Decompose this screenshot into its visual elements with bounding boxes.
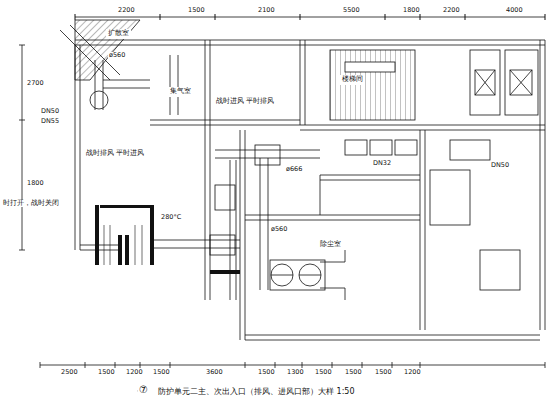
room-name: 集气室 [170,88,191,96]
dimension: 1200 [125,369,144,376]
room-label: 集气室 [168,87,193,97]
dimension: 1800 [402,7,421,14]
room-name: 除尘室 [320,241,341,249]
pipe-size: DN50 [40,108,60,115]
dimension: 1500 [374,369,393,376]
dimension: 1500 [187,7,206,14]
note: 时打开，战时关闭 [2,200,60,207]
room-label: 除尘室 [318,240,343,250]
dimension: 2200 [117,7,136,14]
dimension: 1200 [403,369,422,376]
dimension: 1300 [286,369,305,376]
pipe-size: DN50 [490,162,510,169]
dimension: 1800 [26,180,45,187]
pipe-size: DN32 [372,160,392,167]
dimension: 1500 [152,369,171,376]
drawing-caption: 防护单元二主、次出入口（排风、进风口部）大样 1:50 [156,386,357,397]
dimension: 2200 [442,7,461,14]
damper-temp: 280°C [160,214,182,221]
dimension: 2500 [60,369,79,376]
dimension: 4000 [505,7,524,14]
dimension: 2700 [26,80,45,87]
dimension: 1500 [257,369,276,376]
duct-size: ø560 [108,52,126,59]
dimension: 5500 [342,7,361,14]
room-name: 楼梯间 [342,76,363,84]
dimension: 1500 [344,369,363,376]
duct-size: ø560 [270,226,288,233]
dimension: 3600 [205,369,224,376]
room-name: 扩散室 [108,30,129,38]
dimension: 2100 [257,7,276,14]
duct-note: 战时排风 平时进风 [85,150,145,157]
callout-number: ⑦ [138,384,149,395]
dimension: 1500 [314,369,333,376]
room-label: 扩散室 [106,29,131,39]
pipe-size: DN55 [40,118,60,125]
room-label: 楼梯间 [340,75,365,85]
duct-note: 战时进风 平时排风 [215,98,275,105]
dimension: 1500 [97,369,116,376]
duct-size: ø666 [285,166,303,173]
